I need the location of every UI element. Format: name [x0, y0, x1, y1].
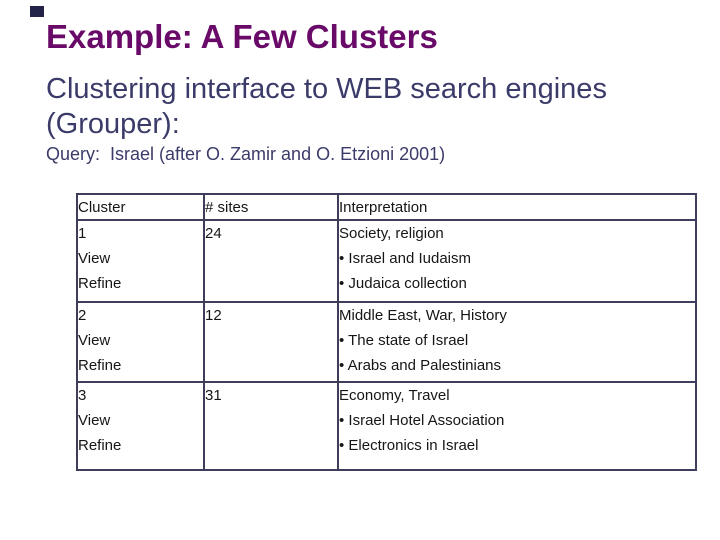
clusters-table: Cluster # sites Interpretation 1 View Re… — [76, 193, 697, 471]
interpretation-topic: Economy, Travel — [339, 387, 450, 404]
column-header-interpretation: Interpretation — [337, 193, 697, 221]
query-line: Query: Israel (after O. Zamir and O. Etz… — [46, 144, 446, 164]
table-row: 3 View Refine 31 Economy, Travel • Israe… — [76, 381, 697, 471]
cluster-number: 1 — [78, 225, 87, 242]
table-header-row: Cluster # sites Interpretation — [76, 193, 697, 221]
refine-link: Refine — [78, 437, 122, 454]
interpretation-topic: Middle East, War, History — [339, 307, 507, 324]
subtitle-line-2: (Grouper): — [46, 108, 180, 140]
interpretation-bullet: • Israel Hotel Association — [339, 412, 505, 429]
cluster-number: 3 — [78, 387, 87, 404]
interpretation-bullet: • Israel and Iudaism — [339, 250, 471, 267]
sites-count: 24 — [203, 219, 339, 303]
sites-count: 31 — [203, 381, 339, 471]
refine-link: Refine — [78, 275, 122, 292]
cluster-cell: 1 View Refine — [76, 219, 205, 303]
view-link: View — [78, 250, 111, 267]
interpretation-cell: Society, religion • Israel and Iudaism •… — [337, 219, 697, 303]
table-row: 1 View Refine 24 Society, religion • Isr… — [76, 219, 697, 303]
slide-subtitle: Clustering interface to WEB search engin… — [46, 72, 607, 142]
view-link: View — [78, 412, 111, 429]
column-header-cluster: Cluster — [76, 193, 205, 221]
interpretation-bullet: • Electronics in Israel — [339, 437, 479, 454]
refine-link: Refine — [78, 357, 122, 374]
interpretation-cell: Economy, Travel • Israel Hotel Associati… — [337, 381, 697, 471]
interpretation-bullet: • The state of Israel — [339, 332, 469, 349]
interpretation-bullet: • Arabs and Palestinians — [339, 357, 502, 374]
interpretation-topic: Society, religion — [339, 225, 444, 242]
interpretation-cell: Middle East, War, History • The state of… — [337, 301, 697, 383]
interpretation-bullet: • Judaica collection — [339, 275, 467, 292]
cluster-cell: 3 View Refine — [76, 381, 205, 471]
view-link: View — [78, 332, 111, 349]
cluster-number: 2 — [78, 307, 87, 324]
table-row: 2 View Refine 12 Middle East, War, Histo… — [76, 301, 697, 383]
slide-corner-decoration — [30, 6, 44, 17]
subtitle-line-1: Clustering interface to WEB search engin… — [46, 73, 607, 105]
cluster-cell: 2 View Refine — [76, 301, 205, 383]
sites-count: 12 — [203, 301, 339, 383]
column-header-sites: # sites — [203, 193, 339, 221]
slide-title: Example: A Few Clusters — [46, 18, 438, 55]
